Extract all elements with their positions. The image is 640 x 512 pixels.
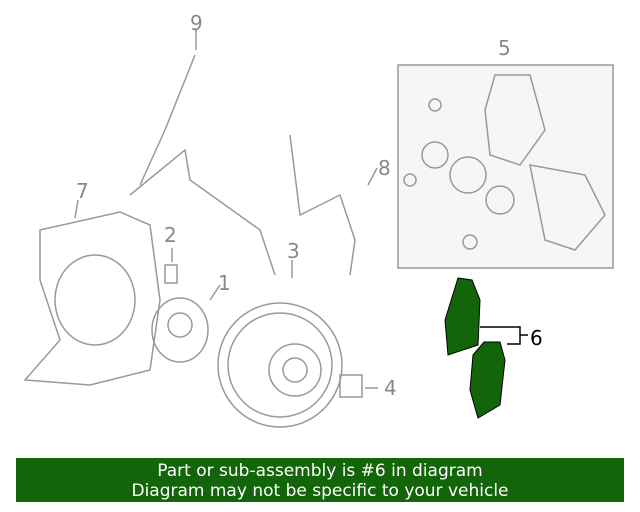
callout-6: 6	[530, 326, 543, 350]
callout-9: 9	[190, 11, 203, 35]
callout-4: 4	[384, 376, 397, 400]
brake-rotor	[217, 302, 343, 428]
callout-8: 8	[378, 156, 391, 180]
brake-pad-inner	[444, 277, 481, 356]
callout-3: 3	[287, 239, 300, 263]
callout-7: 7	[76, 179, 89, 203]
callout-leader-6	[480, 326, 528, 345]
brake-hose	[289, 134, 356, 276]
nut	[339, 374, 363, 398]
brake-pad-outer	[469, 341, 506, 419]
abs-sensor	[129, 148, 276, 276]
callout-2: 2	[164, 223, 177, 247]
dust-shield	[23, 211, 161, 386]
banner-line-2: Diagram may not be specific to your vehi…	[131, 481, 509, 501]
brake-pads	[444, 277, 506, 419]
callout-5: 5	[498, 36, 511, 60]
info-banner: Part or sub-assembly is #6 in diagram Di…	[16, 458, 624, 502]
callout-1: 1	[218, 271, 231, 295]
banner-line-1: Part or sub-assembly is #6 in diagram	[157, 461, 483, 481]
wheel-hub	[151, 297, 209, 363]
